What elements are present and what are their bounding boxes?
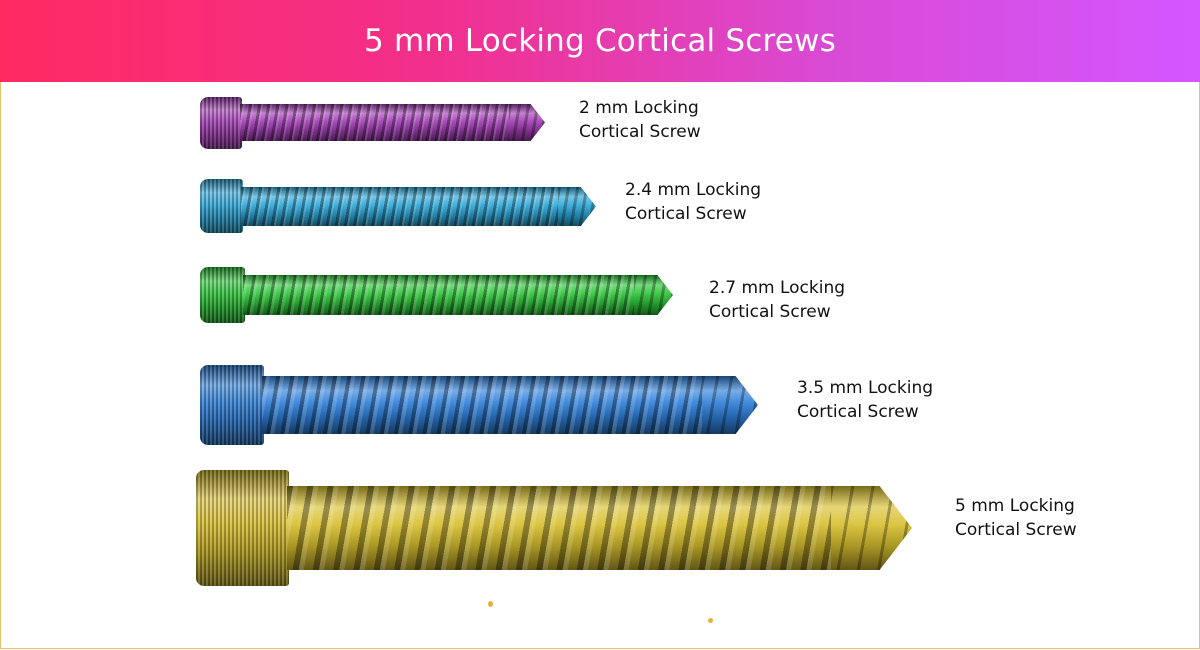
label-line1: 5 mm Locking [955, 496, 1075, 516]
label-line2: Cortical Screw [579, 122, 701, 142]
label-line1: 2 mm Locking [579, 98, 699, 118]
screw-label-2-7mm: 2.7 mm Locking Cortical Screw [709, 276, 845, 324]
screw-tip [509, 104, 545, 141]
screw-threaded-shaft [241, 187, 560, 226]
screw-head [200, 365, 264, 445]
screw-3-5mm [200, 365, 758, 445]
screw-label-2-4mm: 2.4 mm Locking Cortical Screw [625, 178, 761, 226]
screw-threaded-shaft [243, 275, 636, 315]
label-line1: 3.5 mm Locking [797, 378, 934, 398]
screw-tip [634, 275, 673, 315]
screw-threaded-shaft [262, 376, 704, 434]
label-line2: Cortical Screw [625, 204, 747, 224]
screw-label-5mm: 5 mm Locking Cortical Screw [955, 494, 1077, 542]
label-line2: Cortical Screw [955, 520, 1077, 540]
screw-tip [831, 486, 912, 570]
screw-head [200, 179, 243, 233]
label-line2: Cortical Screw [797, 402, 919, 422]
screw-head [196, 470, 289, 586]
label-line1: 2.7 mm Locking [709, 278, 846, 298]
debris-speck [708, 618, 713, 623]
screw-threaded-shaft [240, 104, 511, 141]
title-banner: 5 mm Locking Cortical Screws [0, 0, 1200, 82]
screw-label-3-5mm: 3.5 mm Locking Cortical Screw [797, 376, 933, 424]
screw-2-7mm [200, 267, 673, 323]
screw-2mm [200, 97, 545, 149]
debris-speck [488, 601, 493, 607]
screw-5mm [196, 470, 912, 586]
screw-threaded-shaft [287, 486, 833, 570]
screw-2-4mm [200, 179, 596, 233]
screw-tip [702, 376, 758, 434]
screw-head [200, 267, 245, 323]
label-line2: Cortical Screw [709, 302, 831, 322]
screw-label-2mm: 2 mm Locking Cortical Screw [579, 96, 701, 144]
screw-head [200, 97, 242, 149]
page-title: 5 mm Locking Cortical Screws [364, 23, 836, 59]
label-line1: 2.4 mm Locking [625, 180, 762, 200]
screw-tip [558, 187, 596, 226]
